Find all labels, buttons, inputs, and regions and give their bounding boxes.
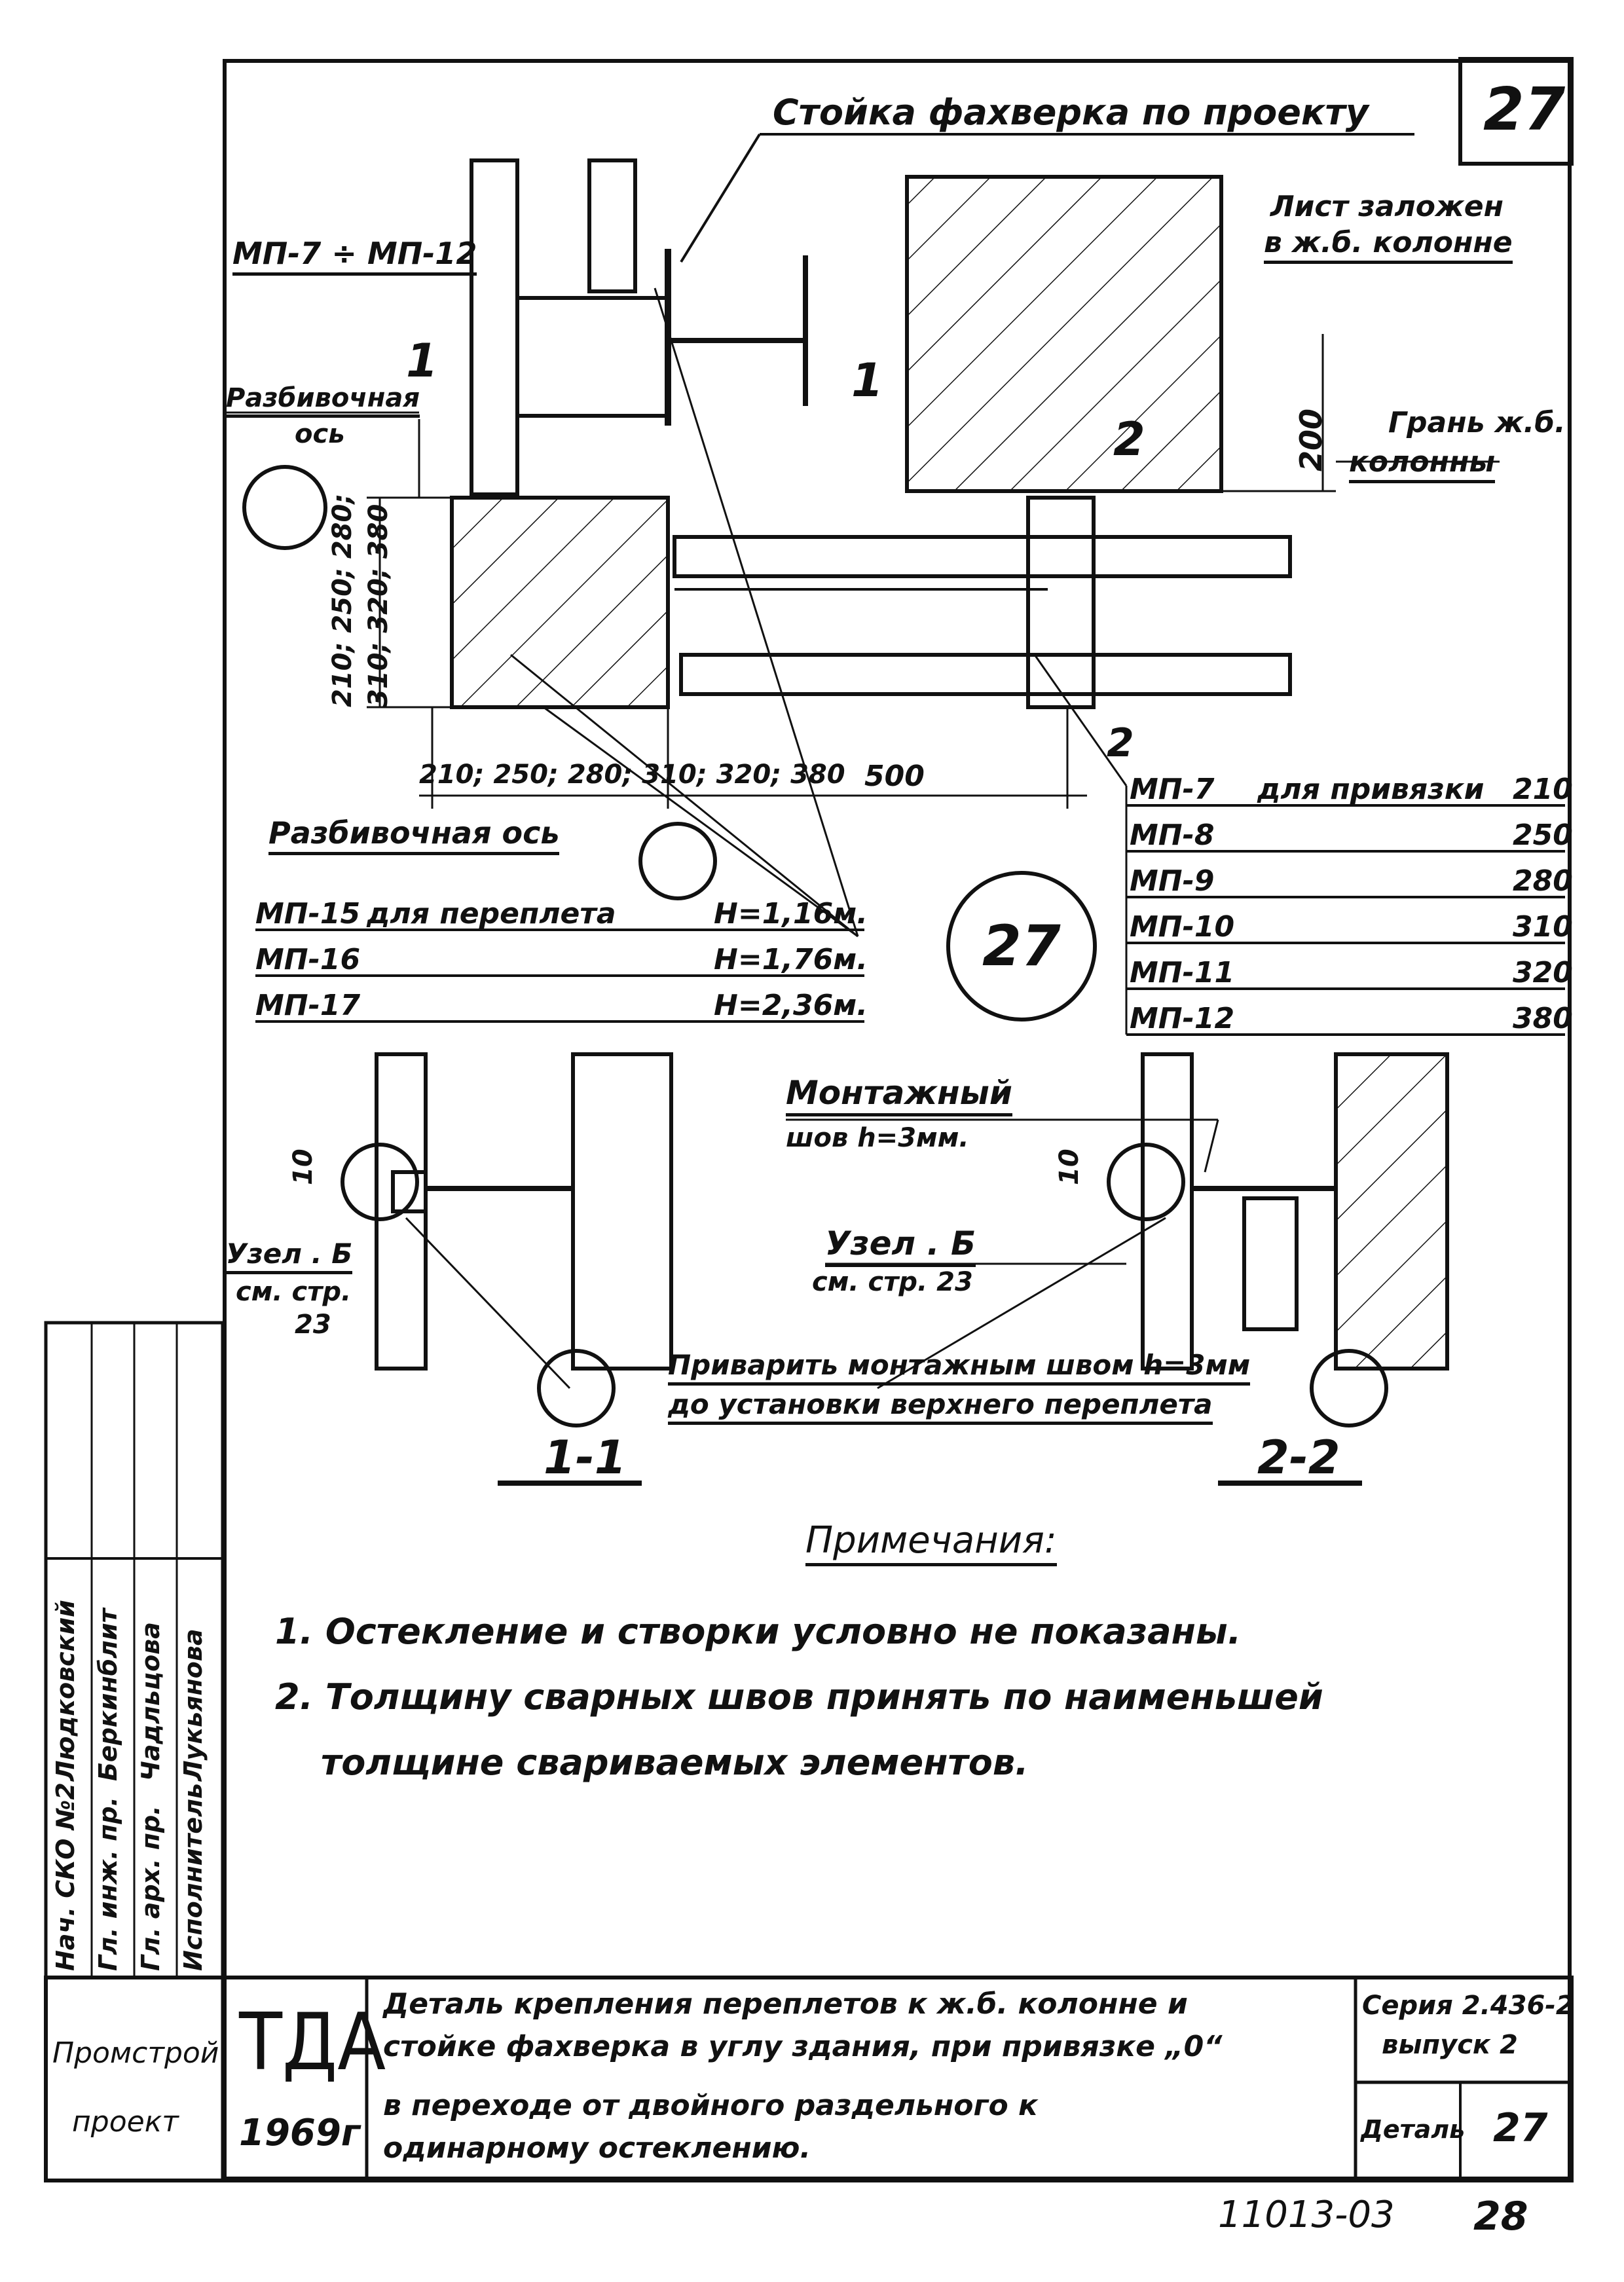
dims-vertical-1: 210; 250; 280;	[327, 493, 358, 707]
mp-left-h-0: H=1,16м.	[714, 897, 868, 930]
label-gran-2: колонны	[1349, 445, 1496, 483]
mp-right-code-3: МП-10	[1130, 910, 1235, 944]
axis-circle-bottom	[638, 822, 717, 900]
note-3: толщине свариваемых элементов.	[321, 1742, 1029, 1783]
detail-circle-27	[946, 871, 1097, 1021]
stamp-name-2: Чадльцова	[136, 1622, 165, 1781]
label-dim-200: 200	[1293, 408, 1329, 471]
label-uzel-left: Узел . Б	[226, 1238, 353, 1274]
section-mark-2-top: 2	[1113, 413, 1145, 466]
mp-right-code-0: МП-7	[1130, 773, 1215, 806]
title-year: 1969г	[239, 2112, 361, 2154]
footer-page: 28	[1473, 2194, 1528, 2239]
dim-500: 500	[864, 760, 925, 793]
stamp-name-0: Людковский	[51, 1600, 80, 1781]
stamp-role-1: Гл. инж. пр.	[94, 1797, 122, 1971]
label-montazh: Монтажный	[786, 1074, 1012, 1116]
note-2: 2. Толщину сварных швов принять по наиме…	[275, 1676, 1323, 1718]
label-razb-os-2: Разбивочная ось	[268, 815, 560, 855]
node-circle-right	[1107, 1143, 1185, 1221]
mp-left-code-0: МП-15	[255, 897, 361, 930]
label-razb-os-1: Разбивочная	[226, 383, 420, 418]
dim-10-left: 10	[288, 1149, 318, 1185]
mp-right-val-0: 210	[1513, 773, 1573, 806]
title-org-2: проект	[72, 2105, 179, 2139]
mp-right-code-2: МП-9	[1130, 864, 1215, 898]
title-tda: ТДА	[239, 1997, 386, 2088]
mp-right-code-4: МП-11	[1130, 956, 1235, 989]
label-uzel-b: Узел . Б	[825, 1224, 976, 1267]
cut-label-1-1: 1-1	[544, 1431, 627, 1484]
title-line-2: в переходе от двойного раздельного к	[383, 2089, 1038, 2122]
mp-left-h-1: H=1,76м.	[714, 943, 868, 976]
notes-title: Примечания:	[805, 1519, 1057, 1566]
cut-label-2-2: 2-2	[1257, 1431, 1340, 1484]
stamp-role-0: Нач. СКО №2	[51, 1782, 80, 1971]
stamp-role-3: Исполнитель	[179, 1782, 208, 1971]
footer-code: 11013-03	[1218, 2194, 1395, 2236]
title-org-1: Промстрой	[52, 2036, 219, 2070]
section-mark-1-top: 1	[406, 334, 438, 388]
dims-horizontal: 210; 250; 280; 310; 320; 380	[419, 760, 845, 790]
label-list: Лист заложен	[1270, 190, 1504, 223]
stamp-name-3: Лукьянова	[179, 1629, 208, 1781]
title-series: Серия 2.436-2	[1362, 1991, 1574, 2021]
stamp-role-2: Гл. арх. пр.	[136, 1805, 165, 1971]
title-line-1: стойке фахверка в углу здания, при привя…	[383, 2030, 1223, 2063]
mp-right-val-2: 280	[1513, 864, 1573, 898]
sheet-number: 27	[1483, 75, 1566, 144]
mp-right-code-1: МП-8	[1130, 819, 1215, 852]
note-1: 1. Остекление и створки условно не показ…	[275, 1611, 1242, 1652]
axis-circle-section-1	[537, 1349, 616, 1427]
label-mp-range: МП-7 ÷ МП-12	[232, 236, 477, 276]
node-circle-left	[341, 1143, 419, 1221]
mp-left-code-1: МП-16	[255, 943, 361, 976]
title-detail-label: Деталь	[1361, 2115, 1466, 2144]
title-issue: выпуск 2	[1382, 2030, 1518, 2060]
mp-right-val-3: 310	[1513, 910, 1573, 944]
mp-right-desc-0: для привязки	[1257, 773, 1485, 806]
axis-circle-section-2	[1310, 1349, 1388, 1427]
title-line-3: одинарному остеклению.	[383, 2131, 811, 2165]
label-privarit-2: до установки верхнего переплета	[668, 1388, 1213, 1425]
label-sm-str-left: см. стр.	[236, 1277, 352, 1307]
mp-right-val-4: 320	[1513, 956, 1573, 989]
mp-left-code-2: МП-17	[255, 989, 361, 1022]
mp-right-code-5: МП-12	[1130, 1002, 1235, 1035]
label-montazh-2: шов h=3мм.	[786, 1123, 969, 1153]
section-mark-2-bottom: 2	[1107, 720, 1134, 766]
mp-right-val-1: 250	[1513, 819, 1573, 852]
section-mark-1-right: 1	[851, 354, 883, 407]
stamp-name-1: Беркинблит	[94, 1608, 122, 1781]
label-sm-str-23: см. стр. 23	[812, 1267, 973, 1297]
title-detail-num: 27	[1493, 2105, 1548, 2151]
title-line-0: Деталь крепления переплетов к ж.б. колон…	[383, 1987, 1188, 2021]
mp-left-h-2: H=2,36м.	[714, 989, 868, 1022]
label-stoyka: Стойка фахверка по проекту	[773, 92, 1369, 133]
dim-10-right: 10	[1054, 1149, 1084, 1185]
label-str-23: 23	[295, 1310, 331, 1340]
label-razb-os-1b: ось	[295, 419, 345, 449]
axis-circle-left	[242, 465, 327, 550]
detail-circle-number: 27	[982, 913, 1061, 979]
dims-vertical-2: 310; 320; 380	[363, 504, 394, 707]
label-list-2: в ж.б. колонне	[1264, 226, 1513, 264]
mp-left-desc-0: для переплета	[367, 897, 616, 930]
label-gran: Грань ж.б.	[1388, 406, 1566, 439]
label-privarit: Приварить монтажным швом h=3мм	[668, 1349, 1251, 1386]
mp-right-val-5: 380	[1513, 1002, 1573, 1035]
